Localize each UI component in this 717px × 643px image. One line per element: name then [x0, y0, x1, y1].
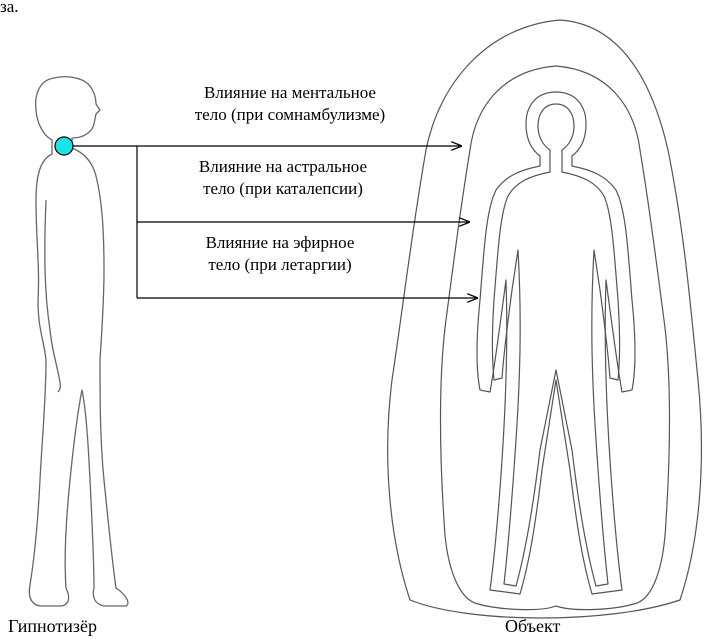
caption-hypnotist: Гипнотизёр [8, 616, 97, 637]
hypnotist-figure [29, 77, 128, 606]
label-astral-line1: Влияние на астральное [142, 156, 424, 178]
head-contact-point [55, 137, 73, 155]
top-fragment: за. [0, 0, 19, 18]
caption-object: Объект [505, 616, 560, 637]
label-mental-line2: тело (при сомнамбулизме) [142, 104, 438, 126]
label-mental-line1: Влияние на ментальное [142, 82, 438, 104]
label-astral: Влияние на астральное тело (при каталепс… [142, 156, 424, 200]
inner-aura [477, 92, 635, 594]
label-mental: Влияние на ментальное тело (при сомнамбу… [142, 82, 438, 126]
label-astral-line2: тело (при каталепсии) [142, 178, 424, 200]
label-etheric-line2: тело (при летаргии) [142, 254, 418, 276]
label-etheric: Влияние на эфирное тело (при летаргии) [142, 232, 418, 276]
label-etheric-line1: Влияние на эфирное [142, 232, 418, 254]
